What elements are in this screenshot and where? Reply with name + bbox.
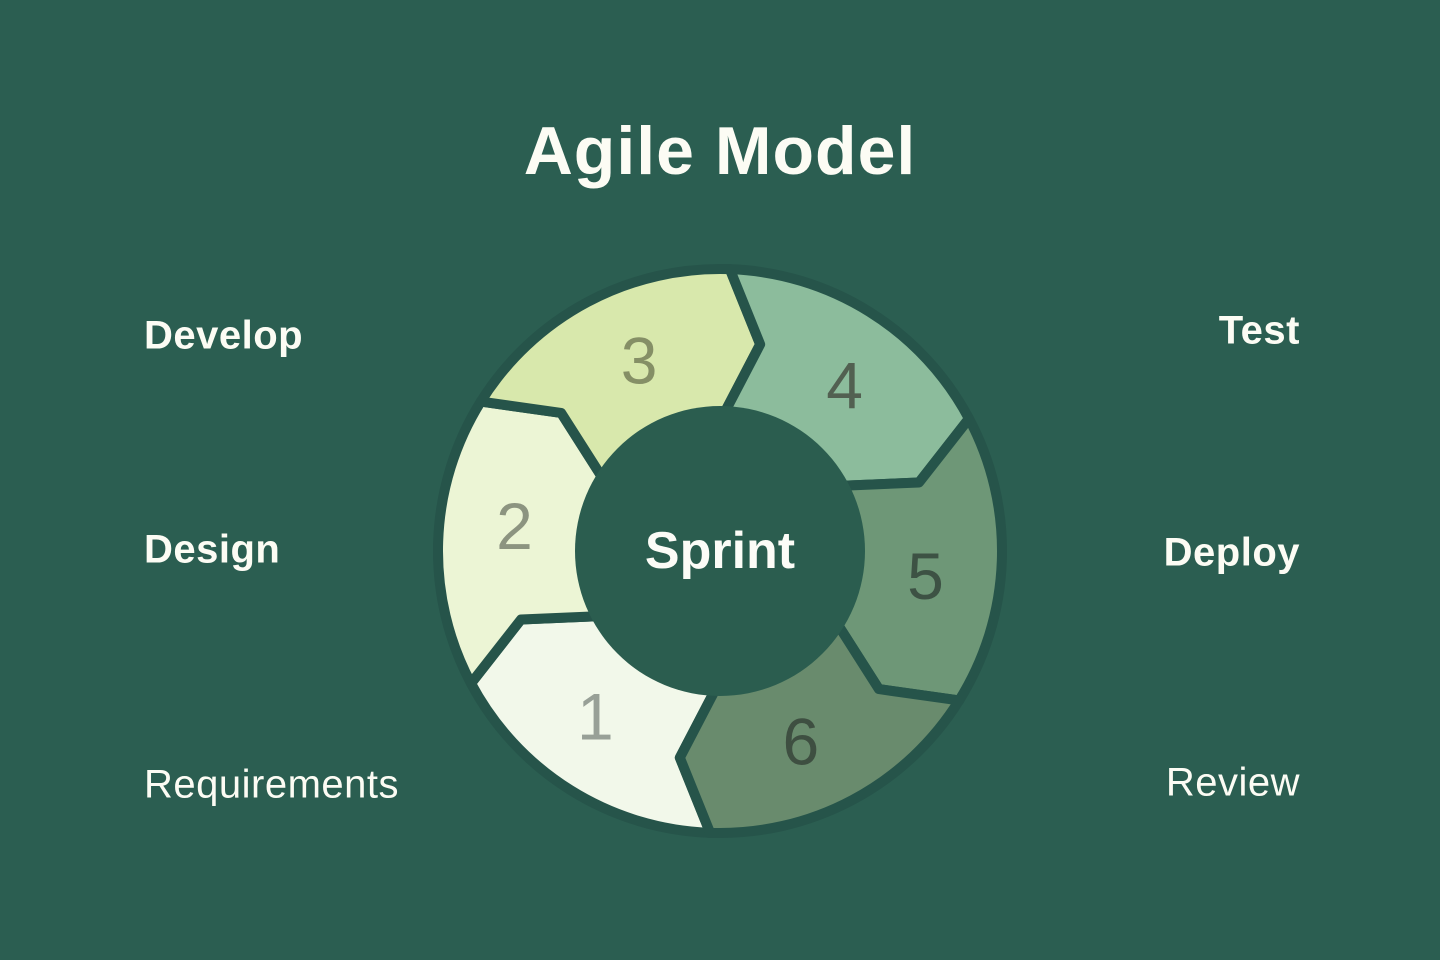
segment-number-5: 5 [907, 539, 944, 613]
segment-number-2: 2 [496, 489, 533, 563]
center-circle [575, 406, 865, 696]
label-design: Design [144, 527, 281, 572]
label-test: Test [1218, 308, 1300, 353]
segment-number-4: 4 [826, 349, 863, 423]
center-label: Sprint [645, 522, 795, 580]
label-deploy: Deploy [1163, 530, 1300, 575]
diagram-title: Agile Model [523, 113, 917, 189]
segment-number-6: 6 [783, 705, 820, 779]
label-review: Review [1165, 760, 1300, 805]
label-develop: Develop [144, 313, 304, 358]
segment-number-1: 1 [577, 679, 614, 753]
label-requirements: Requirements [144, 762, 400, 807]
segment-number-3: 3 [621, 323, 658, 397]
